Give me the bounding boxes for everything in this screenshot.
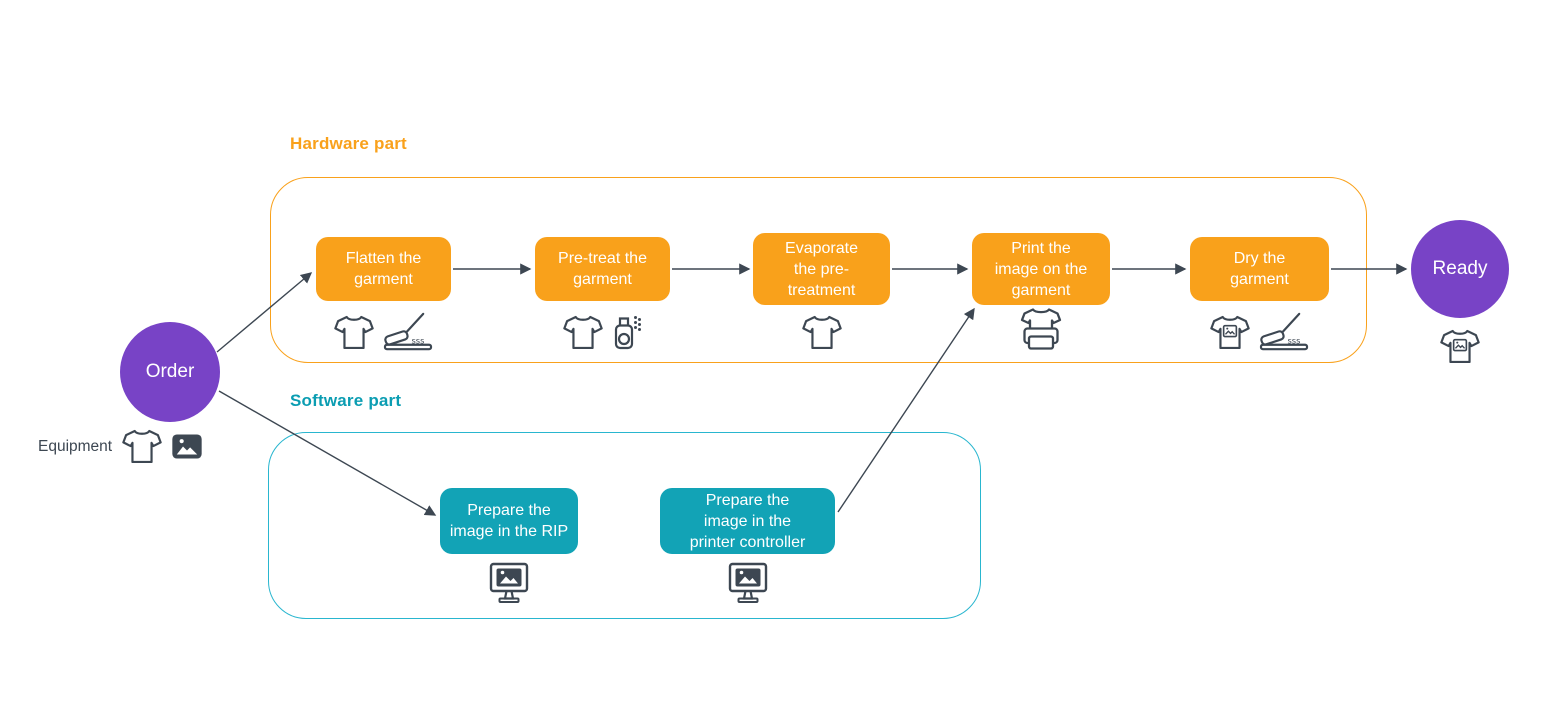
tshirt-image-icon [1210, 314, 1250, 351]
step-evaporate-pretreatment: Evaporate the pre-treatment [753, 233, 890, 305]
step-dry-garment: Dry the garment [1190, 237, 1329, 301]
step-label: Prepare the image in the printer control… [689, 491, 806, 551]
hardware-container [270, 177, 1367, 363]
ready-node: Ready [1411, 220, 1509, 318]
step-print-image: Print the image on the garment [972, 233, 1110, 305]
step-label: Dry the garment [1230, 250, 1289, 288]
equipment-icons [122, 428, 203, 465]
step-flatten-garment: Flatten the garment [316, 237, 451, 301]
step-controller-icons [660, 560, 835, 608]
step-label: Pre-treat the garment [558, 250, 647, 288]
step-pretreat-icons [535, 308, 670, 356]
software-container [268, 432, 981, 619]
tshirt-icon [122, 428, 162, 465]
software-section-title: Software part [290, 391, 402, 410]
step-prepare-printer-controller: Prepare the image in the printer control… [660, 488, 835, 554]
equipment-label: Equipment [38, 437, 113, 455]
step-flatten-icons [316, 308, 451, 356]
ready-icons [1411, 322, 1509, 370]
step-label: Prepare the image in the RIP [449, 502, 569, 540]
heat-press-icon [1259, 312, 1310, 352]
monitor-image-icon [489, 562, 529, 606]
tshirt-icon [802, 314, 842, 351]
step-label: Print the image on the garment [994, 239, 1088, 299]
order-node: Order [120, 322, 220, 422]
monitor-image-icon [728, 562, 768, 606]
order-label: Order [145, 361, 195, 382]
tshirt-image-icon [1440, 328, 1480, 365]
step-prepare-rip: Prepare the image in the RIP [440, 488, 578, 554]
step-print-icons [972, 306, 1110, 354]
equipment-legend: Equipment [38, 428, 203, 465]
image-icon [171, 433, 203, 460]
step-label: Evaporate the pre-treatment [785, 239, 858, 299]
spray-bottle-icon [612, 312, 642, 352]
hardware-section-title: Hardware part [290, 134, 407, 153]
heat-press-icon [383, 312, 434, 352]
step-evaporate-icons [753, 308, 890, 356]
tshirt-icon [563, 314, 603, 351]
garment-printer-icon [1019, 307, 1063, 353]
ready-label: Ready [1432, 258, 1488, 279]
tshirt-icon [334, 314, 374, 351]
step-label: Flatten the garment [345, 250, 422, 288]
step-dry-icons [1190, 308, 1329, 356]
step-rip-icons [440, 560, 578, 608]
step-pretreat-garment: Pre-treat the garment [535, 237, 670, 301]
